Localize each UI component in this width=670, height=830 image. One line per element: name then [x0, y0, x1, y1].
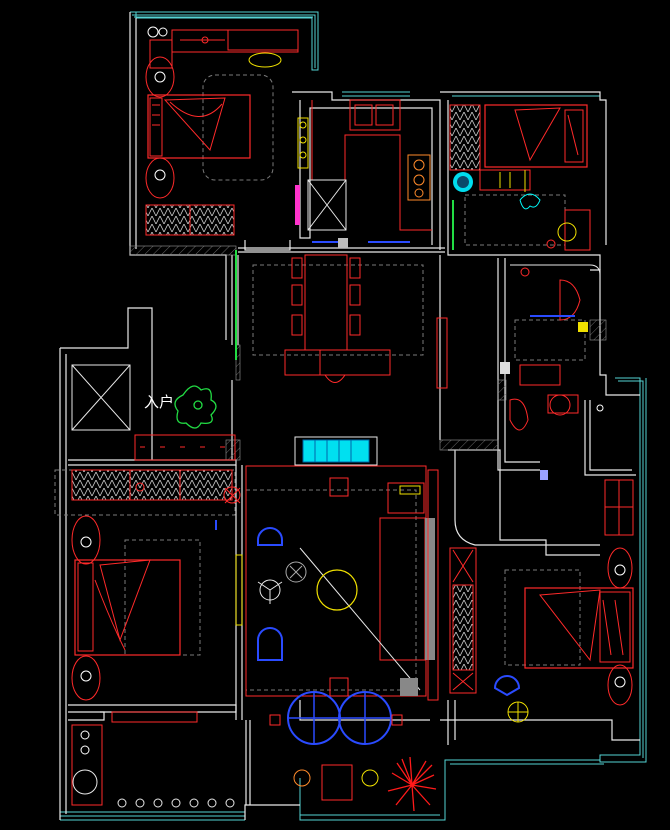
- bedroom-left: [71, 469, 241, 723]
- wall-hatch: [129, 245, 607, 461]
- kitchen: [297, 99, 432, 248]
- walls: [59, 12, 640, 820]
- entry-area: [71, 364, 378, 466]
- lamp-icon: [507, 701, 529, 723]
- balcony-plant: [387, 756, 437, 812]
- bedroom-top-right: [449, 104, 591, 251]
- fan-icon: [257, 579, 283, 604]
- living-room: [235, 465, 439, 701]
- plant-icon: [174, 385, 217, 429]
- entry-label: 入户: [144, 393, 175, 411]
- bedroom-bottom-right: [449, 547, 634, 723]
- bedroom-top-left: [145, 26, 300, 236]
- zone-outlines: [54, 74, 586, 691]
- balcony-pots: [117, 798, 235, 808]
- dining: [235, 250, 448, 389]
- balcony: [71, 691, 437, 812]
- bathroom-right: [500, 264, 634, 536]
